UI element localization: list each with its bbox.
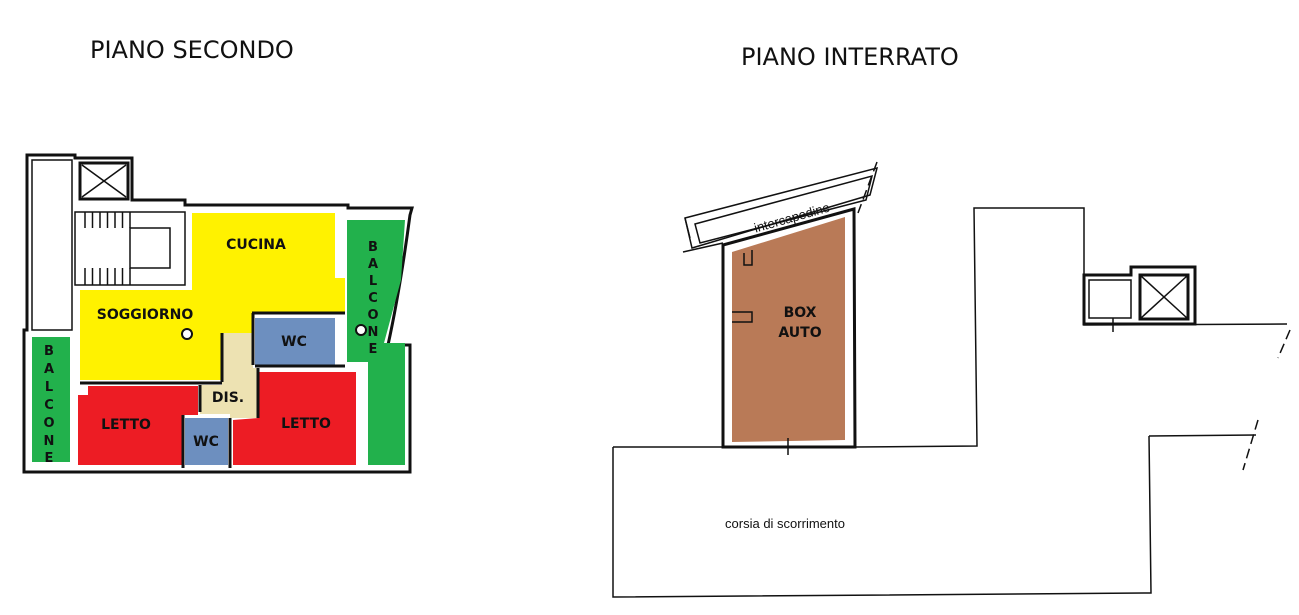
label-box: BOX <box>784 305 817 321</box>
balcone-left <box>32 337 70 462</box>
balcone-right <box>347 220 405 465</box>
label-dis: DIS. <box>212 390 244 406</box>
svg-text:N: N <box>44 434 55 449</box>
label-wc-bottom: WC <box>193 434 219 450</box>
svg-text:N: N <box>368 325 379 340</box>
svg-text:E: E <box>369 342 378 357</box>
svg-text:C: C <box>44 398 54 413</box>
title-piano-secondo: PIANO SECONDO <box>90 36 294 64</box>
room-wc-bottom <box>185 418 228 465</box>
room-letto-right <box>233 372 356 465</box>
label-wc-top: WC <box>281 334 307 350</box>
room-wc-top <box>255 318 335 365</box>
svg-text:O: O <box>43 416 54 431</box>
stair-corridor <box>31 159 73 331</box>
label-soggiorno: SOGGIORNO <box>97 307 194 323</box>
outer-wall <box>22 153 414 474</box>
label-corsia: corsia di scorrimento <box>725 516 845 531</box>
room-box-auto <box>732 217 845 442</box>
room-letto-left <box>78 386 198 465</box>
label-auto: AUTO <box>778 325 821 341</box>
room-cucina-soggiorno <box>80 213 345 380</box>
title-piano-interrato: PIANO INTERRATO <box>741 43 959 71</box>
svg-text:E: E <box>45 451 54 466</box>
wall-niche <box>732 311 753 323</box>
label-letto-left: LETTO <box>101 417 151 433</box>
plan-piano-interrato: intercapedine BOX AUTO corsia di scorrim… <box>612 161 1291 598</box>
label-letto-right: LETTO <box>281 416 331 432</box>
label-balcone-right: B A L C O N E <box>367 240 378 357</box>
label-cucina: CUCINA <box>226 237 286 253</box>
svg-text:O: O <box>367 308 378 323</box>
internal-walls <box>80 311 345 468</box>
svg-text:A: A <box>368 257 378 272</box>
break-line <box>1242 419 1259 471</box>
svg-text:L: L <box>45 380 53 395</box>
plan-piano-secondo: CUCINA SOGGIORNO WC DIS. LETTO WC LETTO … <box>22 153 414 474</box>
svg-text:C: C <box>368 291 378 306</box>
stair-elevator-block <box>1082 265 1197 332</box>
svg-text:B: B <box>44 344 54 359</box>
elevator-icon <box>78 161 130 201</box>
svg-text:B: B <box>368 240 378 255</box>
corsia-outline <box>612 207 1288 598</box>
staircase <box>74 211 186 286</box>
label-balcone-left: B A L C O N E <box>43 344 54 466</box>
svg-text:A: A <box>44 362 54 377</box>
column-icon <box>181 328 193 340</box>
break-line <box>1277 329 1291 359</box>
room-disimpegno <box>200 333 258 418</box>
wall-niche <box>743 250 753 266</box>
svg-text:L: L <box>369 274 377 289</box>
column-icon <box>355 324 367 336</box>
